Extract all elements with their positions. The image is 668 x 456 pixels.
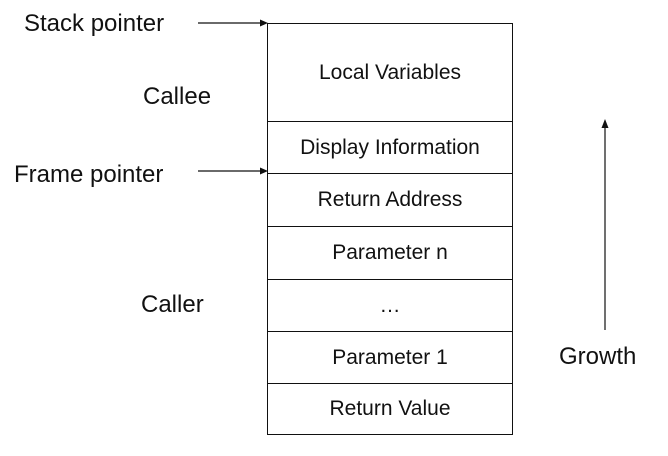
stack-row-display-information: Display Information: [268, 121, 512, 173]
growth-arrow-icon: [601, 119, 609, 330]
stack-row-ellipsis: …: [268, 279, 512, 331]
frame-pointer-arrow-icon: [198, 167, 268, 175]
stack-row-parameter-1: Parameter 1: [268, 331, 512, 383]
frame-pointer-label: Frame pointer: [14, 161, 164, 188]
stack-row-local-variables: Local Variables: [318, 60, 462, 84]
stack-row-return-value: Return Value: [268, 383, 512, 433]
stack-row-parameter-n: Parameter n: [268, 226, 512, 279]
stack-row-return-address: Return Address: [268, 173, 512, 226]
callee-label: Callee: [143, 83, 212, 110]
stack-pointer-label: Stack pointer: [24, 10, 165, 37]
caller-label: Caller: [141, 291, 204, 318]
stack-pointer-arrow-icon: [198, 19, 268, 27]
stack-frame: Local Variables Display Information Retu…: [267, 23, 513, 435]
growth-label: Growth: [559, 343, 637, 370]
